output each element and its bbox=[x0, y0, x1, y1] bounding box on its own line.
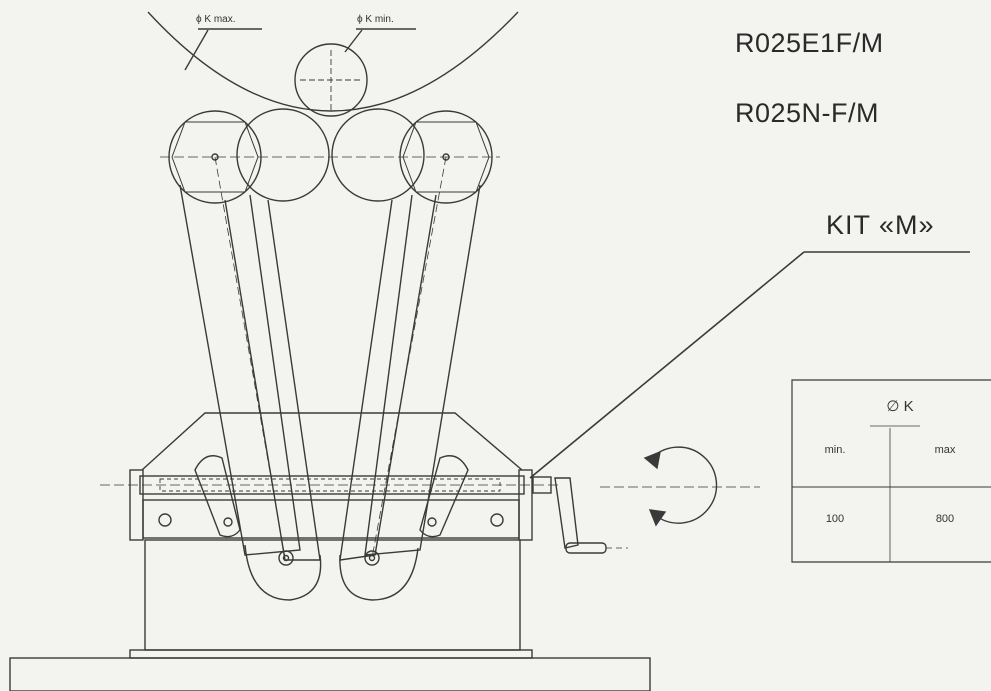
dimension-table-frame bbox=[791, 379, 991, 563]
table-col-max: max bbox=[934, 444, 956, 456]
kit-label: KIT «M» bbox=[826, 210, 935, 240]
side-plate-left bbox=[129, 469, 144, 541]
machine-body bbox=[144, 539, 521, 651]
table-col-min: min. bbox=[824, 444, 846, 456]
crank-hub bbox=[532, 476, 552, 494]
table-header: ∅ K bbox=[886, 398, 914, 415]
arm-left-2 bbox=[224, 199, 321, 561]
table-value-max: 800 bbox=[935, 513, 955, 525]
side-plate-right bbox=[518, 469, 533, 541]
model-code-2: R025N-F/M bbox=[735, 98, 880, 128]
rotation-arrow bbox=[649, 446, 718, 524]
model-code-1: R025E1F/M bbox=[735, 28, 884, 58]
arm-right-2 bbox=[364, 184, 481, 556]
base-plate bbox=[9, 657, 651, 691]
k-min-label: ϕ K min. bbox=[357, 14, 394, 25]
lower-beam bbox=[142, 499, 520, 539]
housing-top bbox=[141, 412, 523, 471]
arm-left-1 bbox=[179, 184, 301, 556]
k-max-label: ϕ K max. bbox=[196, 14, 236, 25]
roll-left-inner bbox=[236, 108, 330, 202]
crank-grip bbox=[565, 542, 607, 554]
lever-end-left bbox=[244, 544, 322, 601]
roll-right-inner bbox=[331, 108, 425, 202]
kmin-circle bbox=[294, 43, 368, 117]
lever-end-right bbox=[339, 547, 419, 601]
table-value-min: 100 bbox=[825, 513, 845, 525]
kmax-leader bbox=[184, 29, 209, 71]
kmax-arc bbox=[147, 11, 519, 112]
kit-leader bbox=[529, 251, 805, 479]
crank-handle bbox=[554, 477, 579, 549]
base-step bbox=[129, 649, 533, 659]
